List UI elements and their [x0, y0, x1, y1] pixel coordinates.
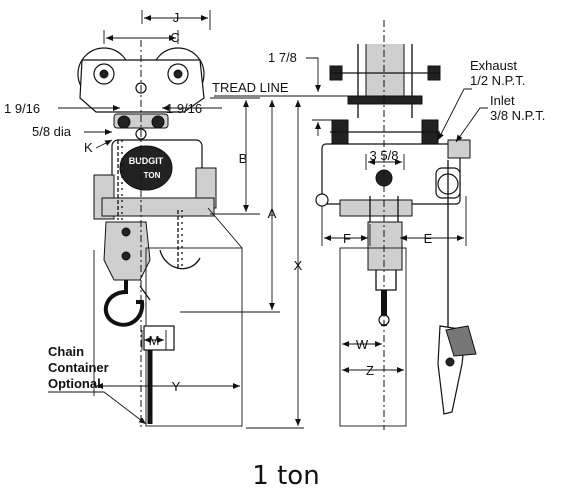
load-chain: [117, 140, 183, 270]
dim-1-9-16-left: 1 9/16: [4, 101, 40, 116]
chain-container-side: [339, 247, 407, 427]
dim-3-5-8: 3 5/8: [370, 148, 399, 163]
dim-1-9-16-right: 1 9/16: [166, 101, 202, 116]
brand-plate-line2: TON: [144, 171, 161, 180]
dim-tread-line: TREAD LINE: [212, 80, 289, 95]
dim-m: M: [149, 333, 160, 348]
dim-k: K: [84, 140, 93, 155]
dim-a: A: [268, 206, 277, 221]
dim-b: B: [239, 151, 248, 166]
brand-plate: [119, 145, 173, 191]
inlet-size: 3/8 N.P.T.: [490, 108, 545, 123]
dim-1-7-8: 1 7/8: [268, 50, 297, 65]
chain-container-label-1: Chain: [48, 344, 84, 359]
load-hook: [103, 280, 145, 327]
inlet-title: Inlet: [490, 93, 515, 108]
exhaust-size: 1/2 N.P.T.: [470, 73, 525, 88]
chain-container-label-2: Container: [48, 360, 109, 375]
dim-y: Y: [172, 379, 181, 394]
dim-j: J: [173, 10, 180, 25]
side-view: TREAD LINE 1 7/8 3 5/8 F E W Z Exhaust 1…: [212, 20, 545, 430]
dim-z: Z: [366, 363, 374, 378]
chain-container-label-3: Optional: [48, 376, 101, 391]
dim-f: F: [343, 231, 351, 246]
dim-e: E: [424, 231, 433, 246]
brand-plate-line1: BUDGIT: [129, 156, 164, 166]
dim-w: W: [356, 337, 369, 352]
dim-5-8-dia: 5/8 dia: [32, 124, 72, 139]
dim-x: X: [294, 258, 303, 273]
exhaust-title: Exhaust: [470, 58, 517, 73]
pendant-control: [437, 325, 477, 415]
front-view: BUDGIT TON J C: [4, 10, 304, 430]
figure-caption: 1 ton: [252, 461, 319, 491]
tread-beam: [347, 95, 423, 105]
hook-block: [103, 221, 151, 281]
dim-c: C: [170, 30, 179, 45]
